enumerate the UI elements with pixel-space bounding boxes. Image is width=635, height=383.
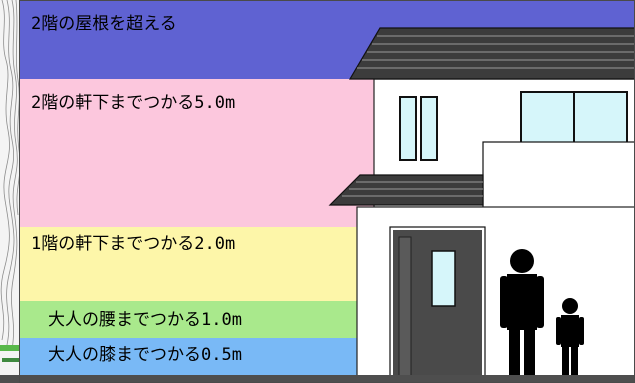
level-label-waist: 大人の腰までつかる1.0m — [48, 310, 242, 330]
child-person-icon — [556, 298, 584, 375]
front-door-icon — [389, 226, 486, 378]
upper-window-large-icon — [520, 91, 628, 150]
balcony — [482, 141, 635, 216]
lower-roof-icon — [328, 174, 484, 206]
upper-window-small-icon — [399, 96, 438, 161]
level-label-second-floor-eaves: 2階の軒下までつかる5.0m — [31, 93, 236, 113]
contour-map-strip — [0, 0, 19, 383]
adult-person-icon — [500, 249, 544, 375]
level-label-roof: 2階の屋根を超える — [31, 14, 177, 34]
ground-line — [0, 375, 635, 383]
main-roof-icon — [348, 27, 635, 80]
level-label-knee: 大人の膝までつかる0.5m — [48, 345, 242, 365]
level-label-first-floor-eaves: 1階の軒下までつかる2.0m — [31, 234, 236, 254]
